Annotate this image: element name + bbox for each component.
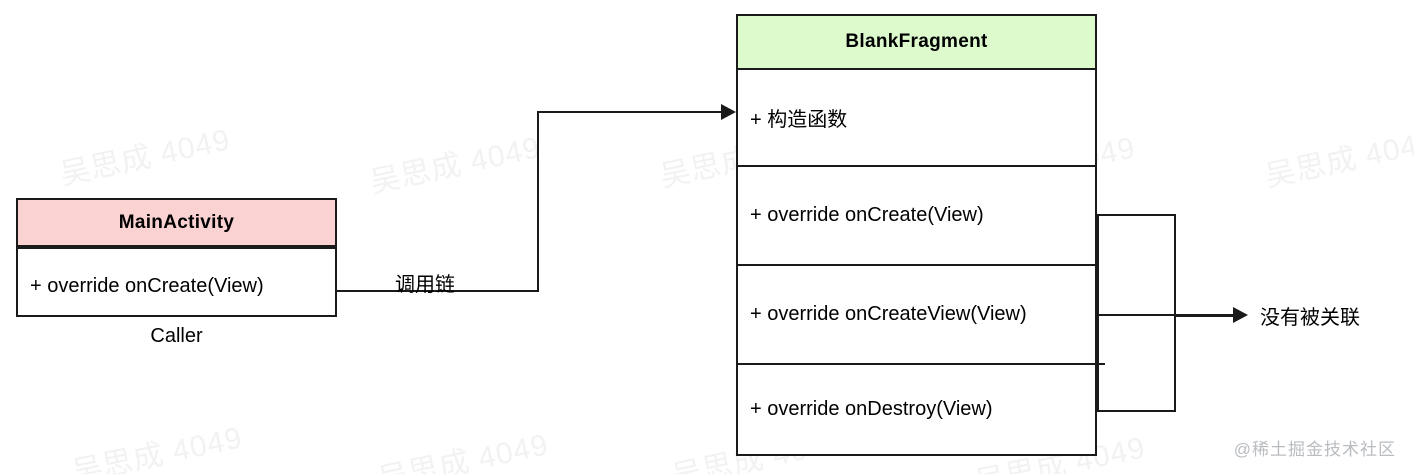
class-member-row: + override onCreate(View) <box>738 165 1095 264</box>
edge-label-call-chain: 调用链 <box>395 274 455 296</box>
watermark: 吴思成 4049 <box>367 131 544 200</box>
class-member-row: + override onCreate(View) <box>30 275 264 297</box>
call-chain-segment-horizontal-upper <box>537 111 722 113</box>
call-chain-segment-vertical <box>537 111 539 292</box>
bracket-stub-bottom <box>1095 363 1105 365</box>
call-chain-arrowhead <box>721 104 736 120</box>
not-associated-arrow-line <box>1174 314 1236 317</box>
class-header-divider <box>18 247 335 256</box>
class-member-row: + 构造函数 <box>750 109 848 131</box>
credit-watermark: @稀土掘金技术社区 <box>1233 440 1396 459</box>
watermark: 吴思成 4049 <box>375 428 552 474</box>
class-header-blank-fragment: BlankFragment <box>738 16 1095 70</box>
association-bracket-divider <box>1097 314 1176 316</box>
not-associated-arrowhead <box>1233 307 1248 323</box>
watermark: 吴思成 4049 <box>57 123 234 192</box>
watermark: 吴思成 4049 <box>1262 125 1414 194</box>
class-member-row: + override onDestroy(View) <box>738 363 1095 454</box>
class-member-row: + override onCreateView(View) <box>738 264 1095 363</box>
class-box-blank-fragment[interactable]: BlankFragment + 构造函数 + override onCreate… <box>736 14 1097 456</box>
class-caption-caller: Caller <box>150 325 203 347</box>
edge-label-not-associated: 没有被关联 <box>1260 307 1360 329</box>
association-bracket <box>1097 214 1176 412</box>
class-box-main-activity[interactable]: MainActivity + override onCreate(View) <box>16 198 337 317</box>
call-chain-segment-horizontal-lower <box>337 290 539 292</box>
class-header-main-activity: MainActivity <box>18 200 335 247</box>
watermark: 吴思成 4049 <box>69 421 246 474</box>
